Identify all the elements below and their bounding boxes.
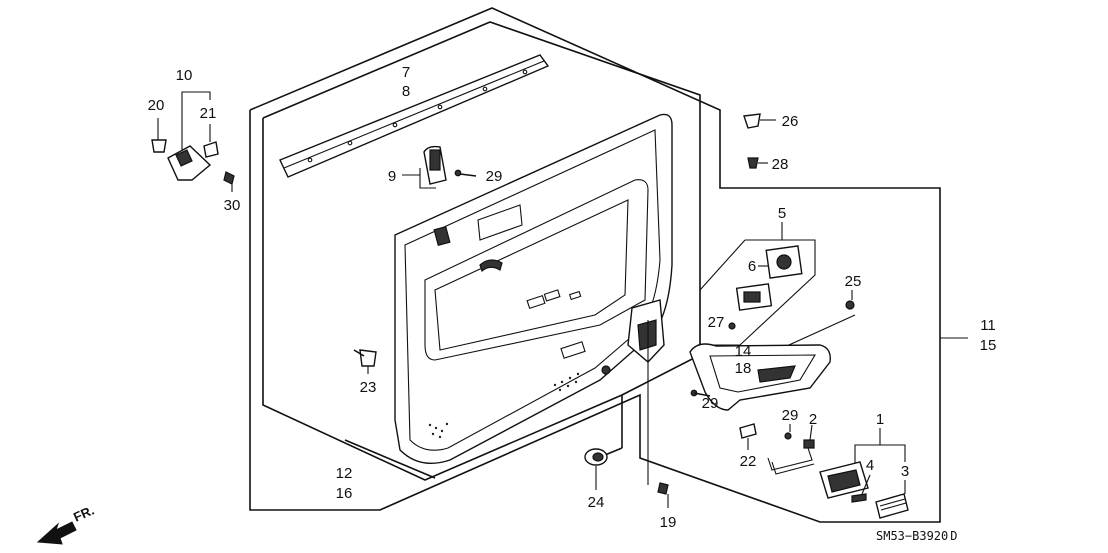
door-trim-grip [479,259,503,273]
part-10-bracket-slot [175,149,193,167]
callout-29-top: 29 [486,168,503,185]
callout-18: 18 [735,360,752,377]
callout-21: 21 [200,105,217,122]
callout-3: 3 [901,463,909,480]
part-27-screw [728,322,736,330]
weatherstrip [279,54,550,178]
drawing-code-rev: D [950,529,957,543]
part-20-grommet [151,139,167,153]
part-21-clip [203,141,219,158]
callout-7: 7 [402,64,410,81]
callout-19: 19 [660,514,677,531]
part-9-clip-dark [429,149,441,171]
screw-29a [459,173,477,177]
door-trim-switch-a [526,295,546,309]
leader-2 [809,424,813,441]
weatherstrip-holes [307,69,528,163]
part-19-screw [657,482,669,495]
door-trim-corner-latch [433,225,451,247]
screw-29a-head [454,169,462,177]
callout-29-low: 29 [782,407,799,424]
callout-14: 14 [735,343,752,360]
part-6-switch-knob [776,254,792,270]
front-direction-label: FR. [71,503,96,525]
part-14-armrest-pocket [757,365,796,383]
door-trim-upper-slot [477,204,523,241]
screw-29c [784,432,792,440]
callout-1: 1 [876,411,884,428]
callout-26: 26 [782,113,799,130]
callout-10: 10 [176,67,193,84]
callout-15: 15 [980,337,997,354]
door-trim-armrest-inner [434,199,629,351]
leader-10-bracket [181,91,211,112]
callout-22: 22 [740,453,757,470]
part-28-screw [747,157,759,169]
leader-4 [861,474,871,495]
callout-16: 16 [336,485,353,502]
assembly-frame-outer [249,7,941,523]
screw-25 [845,300,855,310]
part-4-pin [851,493,867,503]
callout-28: 28 [772,156,789,173]
callout-30: 30 [224,197,241,214]
part-22-clip [739,423,757,439]
leader-1-bracket [854,444,906,465]
callout-4: 4 [866,457,874,474]
frame-line-12 [344,439,436,479]
callout-12: 12 [336,465,353,482]
part-27-switch-dark [743,291,761,303]
assembly-frame-inner [262,21,701,481]
callout-23: 23 [360,379,377,396]
part-23-stem [353,349,365,357]
part-26-clip [743,113,761,129]
door-trim-switch-b [543,289,561,302]
drawing-code-number: SM53−B3920 [876,529,948,543]
callout-24: 24 [588,494,605,511]
inner-handle-bracket-dark [637,319,657,351]
door-trim-switch-c [568,290,582,301]
weatherstrip-edge [283,60,545,169]
part-30-screw [223,171,235,185]
callout-25: 25 [845,273,862,290]
part-14-armrest-inner [709,354,816,393]
part-2-rod-b [771,461,815,475]
panel-clip-small [601,365,611,375]
callout-8: 8 [402,83,410,100]
leader-9-bracket [419,168,436,189]
part-10-bracket [167,145,212,181]
callout-9: 9 [388,168,396,185]
callout-29-mid: 29 [702,395,719,412]
part-3-cover-ribs [879,498,907,511]
front-direction-arrow-icon [36,521,77,545]
callout-2: 2 [809,411,817,428]
part-1-handle-case-inner [827,469,861,493]
callout-20: 20 [148,97,165,114]
door-trim-pull-pocket [560,341,586,359]
part-2-rod [767,447,813,471]
callout-6: 6 [748,258,756,275]
part-24-grommet-inner [592,452,604,462]
part-23-clip [359,349,377,367]
callout-11: 11 [980,317,996,334]
part-2-rod-clip [803,439,815,449]
frame-line-24b [604,447,623,456]
callout-27: 27 [708,314,725,331]
leader-5-bracket [699,239,816,346]
door-trim-armrest-pocket [424,179,649,361]
callout-5: 5 [778,205,786,222]
screw-29b-shaft [693,392,711,397]
door-trim-speaker-grille [428,372,580,439]
